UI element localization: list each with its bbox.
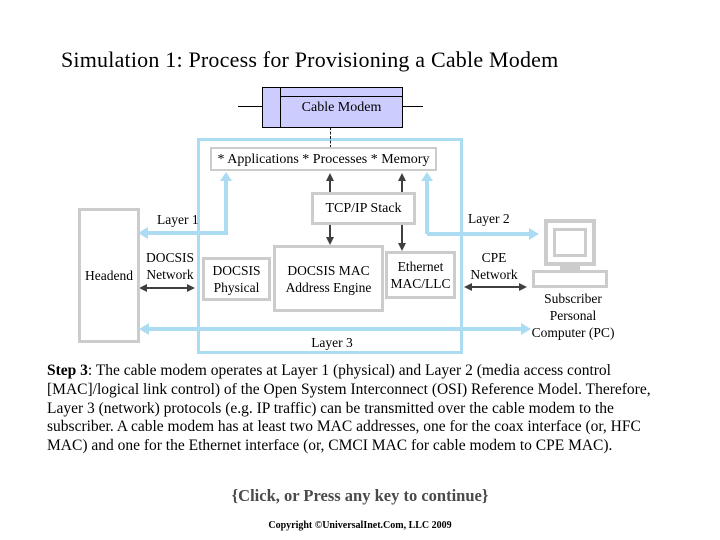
layer1-flow-arrowhead-left-icon — [138, 227, 148, 239]
applications-processes-memory-bar: * Applications * Processes * Memory — [210, 147, 437, 171]
right-connector-line — [402, 106, 423, 107]
monitor-icon — [544, 219, 596, 266]
continue-prompt[interactable]: {Click, or Press any key to continue} — [231, 486, 489, 505]
docsis-network-arrow-line — [146, 287, 188, 289]
step-body: : The cable modem operates at Layer 1 (p… — [47, 362, 651, 455]
tcpip-stack-box: TCP/IP Stack — [311, 192, 416, 225]
layer1-flow-arrowhead-up-icon — [220, 172, 232, 181]
ethernet-mac-llc-label: Ethernet MAC/LLC — [390, 259, 451, 291]
subscriber-pc-label: Subscriber Personal Computer (PC) — [531, 291, 615, 340]
cpe-network-arrowhead-right-icon — [519, 283, 527, 291]
cable-modem-node: Cable Modem — [262, 87, 403, 128]
step-label: Step 3 — [47, 362, 88, 379]
cable-modem-label: Cable Modem — [301, 100, 382, 115]
system-unit-icon — [532, 270, 608, 288]
monitor-stand-icon — [560, 266, 580, 271]
docsis-network-arrowhead-left-icon — [139, 284, 147, 292]
docsis-mac-engine-label: DOCSIS MAC Address Engine — [285, 262, 372, 295]
layer1-label: Layer 1 — [157, 212, 199, 227]
cpe-network-label: CPE Network — [470, 250, 518, 282]
layer1-flow-line-vertical — [224, 180, 228, 233]
apps-ethernet-arrowhead-down-icon — [398, 243, 406, 251]
docsis-network-label: DOCSIS Network — [145, 250, 194, 282]
layer3-label: Layer 3 — [311, 335, 353, 350]
headend-box: Headend — [78, 208, 140, 343]
step-description: Step 3: The cable modem operates at Laye… — [47, 362, 677, 456]
tcpip-mac-arrowhead-down-icon — [326, 237, 334, 245]
cpe-network-arrow-line — [471, 286, 520, 288]
docsis-physical-label: DOCSIS Physical — [212, 263, 261, 295]
left-connector-line — [238, 106, 262, 107]
layer1-flow-line-horizontal — [147, 231, 228, 235]
cable-modem-divider-horizontal — [280, 96, 402, 97]
headend-label: Headend — [85, 268, 133, 283]
tcpip-stack-label: TCP/IP Stack — [325, 201, 402, 216]
page-title: Simulation 1: Process for Provisioning a… — [61, 47, 559, 72]
applications-bar-label: * Applications * Processes * Memory — [217, 151, 430, 167]
docsis-network-arrowhead-right-icon — [187, 284, 195, 292]
ethernet-mac-llc-box: Ethernet MAC/LLC — [385, 251, 456, 299]
docsis-physical-box: DOCSIS Physical — [202, 257, 271, 301]
dashed-connector-line — [330, 127, 331, 148]
monitor-screen-icon — [553, 228, 587, 257]
apps-tcpip-arrowhead-up-icon — [326, 173, 334, 181]
layer3-flow-arrowhead-right-icon — [521, 323, 531, 335]
cpe-network-arrowhead-left-icon — [464, 283, 472, 291]
copyright-text: Copyright ©UniversalInet.Com, LLC 2009 — [268, 520, 452, 531]
layer2-flow-arrowhead-up-icon — [421, 172, 433, 181]
layer2-label: Layer 2 — [468, 211, 510, 226]
layer2-flow-arrowhead-right-icon — [529, 228, 539, 240]
apps-ethernet-arrowhead-up-icon — [398, 173, 406, 181]
layer3-flow-line — [148, 327, 522, 331]
docsis-mac-engine-box: DOCSIS MAC Address Engine — [273, 245, 384, 312]
layer2-flow-line-horizontal — [427, 232, 530, 236]
cable-modem-divider-vertical — [280, 88, 281, 127]
layer3-flow-arrowhead-left-icon — [139, 323, 149, 335]
layer2-flow-line-vertical — [425, 180, 429, 234]
